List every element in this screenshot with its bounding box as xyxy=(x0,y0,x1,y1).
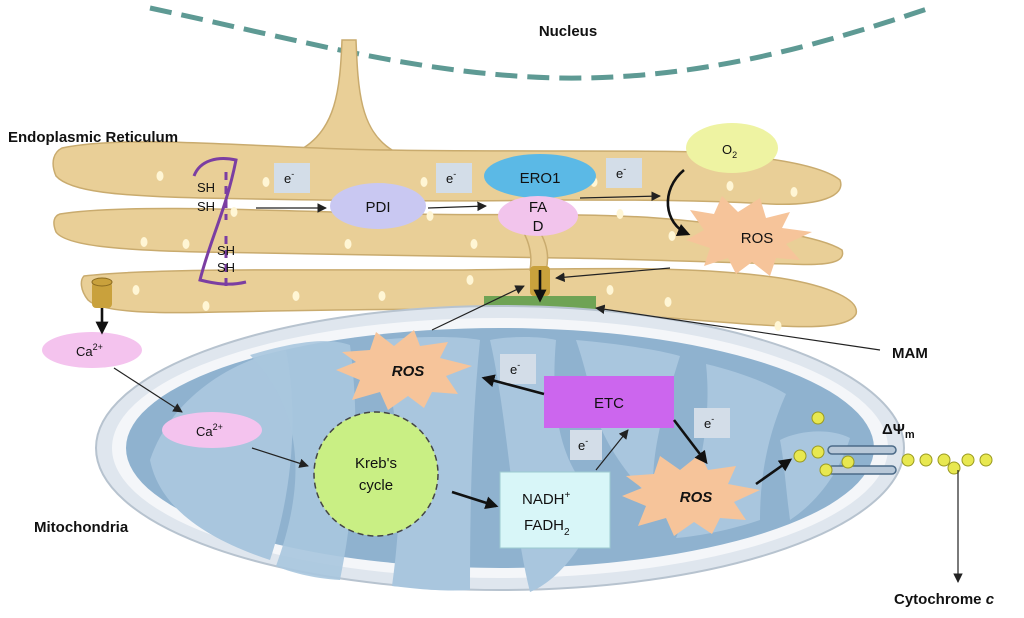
svg-text:O2: O2 xyxy=(722,142,737,160)
fad-node: FA D xyxy=(498,196,578,236)
electron-tags: e- e- e- e- e- e- xyxy=(274,158,730,460)
svg-text:ROS: ROS xyxy=(741,230,774,247)
electron-tag-6: e- xyxy=(694,408,730,438)
o2-node: O2 xyxy=(686,123,778,173)
svg-text:ERO1: ERO1 xyxy=(520,170,561,187)
sh-label-3: SH xyxy=(217,243,235,258)
nadh-fadh-node: NADH+ FADH2 xyxy=(499,471,611,549)
electron-tag-4: e- xyxy=(500,354,536,384)
svg-text:FADH2: FADH2 xyxy=(524,517,570,538)
svg-text:e-: e- xyxy=(578,436,588,453)
ero1-node: ERO1 xyxy=(484,154,596,198)
svg-text:e-: e- xyxy=(704,414,714,431)
delta-psi-label: ΔΨm xyxy=(882,421,915,441)
svg-text:e-: e- xyxy=(446,169,456,186)
svg-text:Ca2+: Ca2+ xyxy=(76,342,103,359)
electron-tag-2: e- xyxy=(436,163,472,193)
svg-text:PDI: PDI xyxy=(365,199,390,216)
flow-arrows-bold xyxy=(95,169,793,510)
flow-arrows-thin xyxy=(113,191,963,583)
svg-text:ROS: ROS xyxy=(680,489,713,506)
mitochondrion xyxy=(95,305,905,592)
mam-label: MAM xyxy=(892,345,928,362)
pdi-node: PDI xyxy=(330,183,426,229)
cytochrome-c-label: Cytochrome c xyxy=(894,591,995,608)
svg-text:e-: e- xyxy=(616,164,626,181)
etc-node: ETC xyxy=(544,376,674,428)
svg-text:ROS: ROS xyxy=(392,363,425,380)
er-vesicles xyxy=(132,171,798,331)
svg-text:e-: e- xyxy=(284,169,294,186)
ros-burst-right: ROS xyxy=(622,454,760,536)
calcium-node-cytosol: Ca2+ xyxy=(42,332,142,368)
membrane-pore xyxy=(827,445,897,475)
nucleus-envelope xyxy=(149,5,931,81)
sh-label-1: SH xyxy=(197,180,215,195)
electron-tag-5: e- xyxy=(570,430,602,460)
er-calcium-channel xyxy=(91,277,113,308)
svg-text:NADH+: NADH+ xyxy=(522,490,571,508)
electron-tag-3: e- xyxy=(606,158,642,188)
svg-text:e-: e- xyxy=(510,360,520,377)
calcium-node-mito: Ca2+ xyxy=(162,412,262,448)
svg-text:ETC: ETC xyxy=(594,395,624,412)
svg-text:Kreb's: Kreb's xyxy=(355,455,397,472)
er-label: Endoplasmic Reticulum xyxy=(8,129,178,146)
electron-tag-1: e- xyxy=(274,163,310,193)
sh-label-4: SH xyxy=(217,260,235,275)
nucleus-label: Nucleus xyxy=(539,23,597,40)
cytochrome-dots xyxy=(793,411,993,477)
endoplasmic-reticulum xyxy=(52,39,857,328)
svg-text:Ca2+: Ca2+ xyxy=(196,422,223,439)
er-cisterna-low xyxy=(80,267,857,328)
ros-burst-left: ROS xyxy=(336,330,472,410)
svg-text:cycle: cycle xyxy=(359,477,393,494)
svg-text:D: D xyxy=(533,218,544,235)
krebs-cycle-node: Kreb's cycle xyxy=(313,411,439,537)
ros-burst-er: ROS xyxy=(686,196,812,276)
mitochondria-label: Mitochondria xyxy=(34,519,129,536)
disulfide-linkage: SH SH SH SH xyxy=(192,157,247,286)
svg-text:FA: FA xyxy=(529,199,547,216)
sh-label-2: SH xyxy=(197,199,215,214)
